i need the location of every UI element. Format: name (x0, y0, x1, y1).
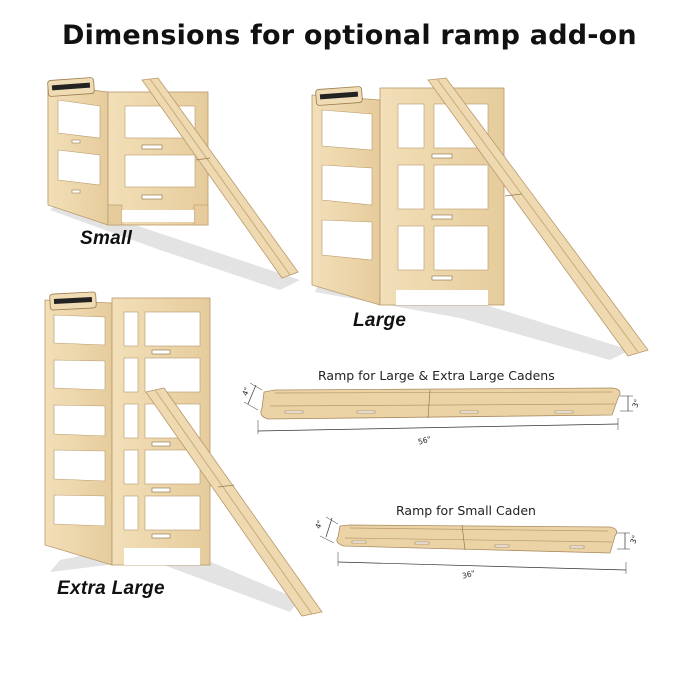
extra-large-unit (44, 291, 323, 617)
size-label-extra-large: Extra Large (57, 578, 165, 599)
large-unit (311, 77, 649, 360)
ramp-title-large: Ramp for Large & Extra Large Cadens (318, 368, 555, 383)
small-unit (47, 77, 300, 290)
ramp-drawing-large (243, 382, 633, 434)
size-label-large: Large (353, 310, 407, 331)
small-ramp (141, 77, 299, 279)
ramp-drawing-small (319, 516, 630, 574)
ramp-title-small: Ramp for Small Caden (396, 503, 536, 518)
page-title: Dimensions for optional ramp add-on (62, 20, 637, 51)
size-label-small: Small (80, 228, 133, 249)
